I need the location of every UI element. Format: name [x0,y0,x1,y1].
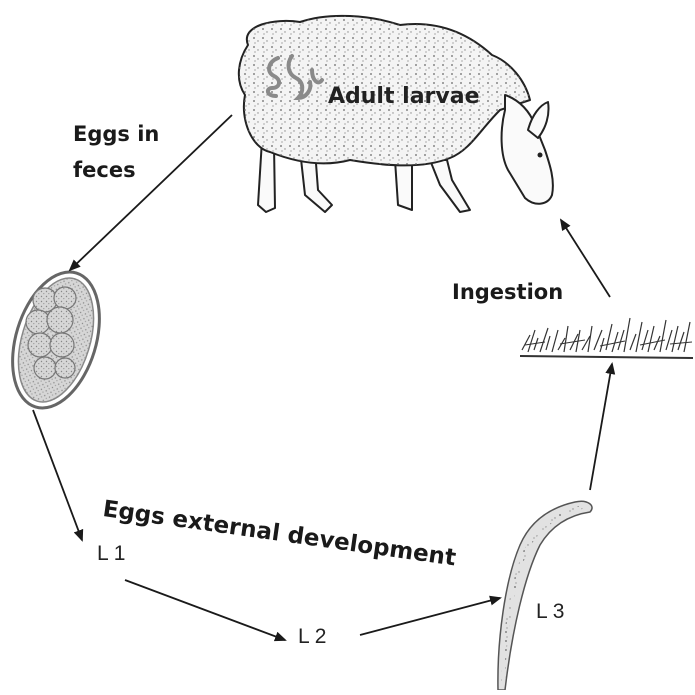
arrow-l1-to-l2 [125,580,285,640]
arrow-egg-to-l1 [33,410,82,540]
stage-label-l2: L 2 [298,625,326,649]
eggs-in-feces-label-line2: feces [73,158,136,182]
grass-illustration [520,318,693,358]
eggs-in-feces-label-line1: Eggs in [73,122,159,146]
egg-illustration [0,261,115,418]
arrow-grass-to-sheep [561,220,610,297]
ingestion-label: Ingestion [452,280,563,304]
stage-label-l1: L 1 [97,542,125,566]
l3-larva-illustration [498,501,592,690]
stage-label-l3: L 3 [536,600,564,624]
adult-larvae-label: Adult larvae [328,84,480,109]
arrow-l2-to-l3 [360,598,500,635]
arrow-l3-to-grass [590,364,612,490]
sheep-illustration [239,16,553,212]
